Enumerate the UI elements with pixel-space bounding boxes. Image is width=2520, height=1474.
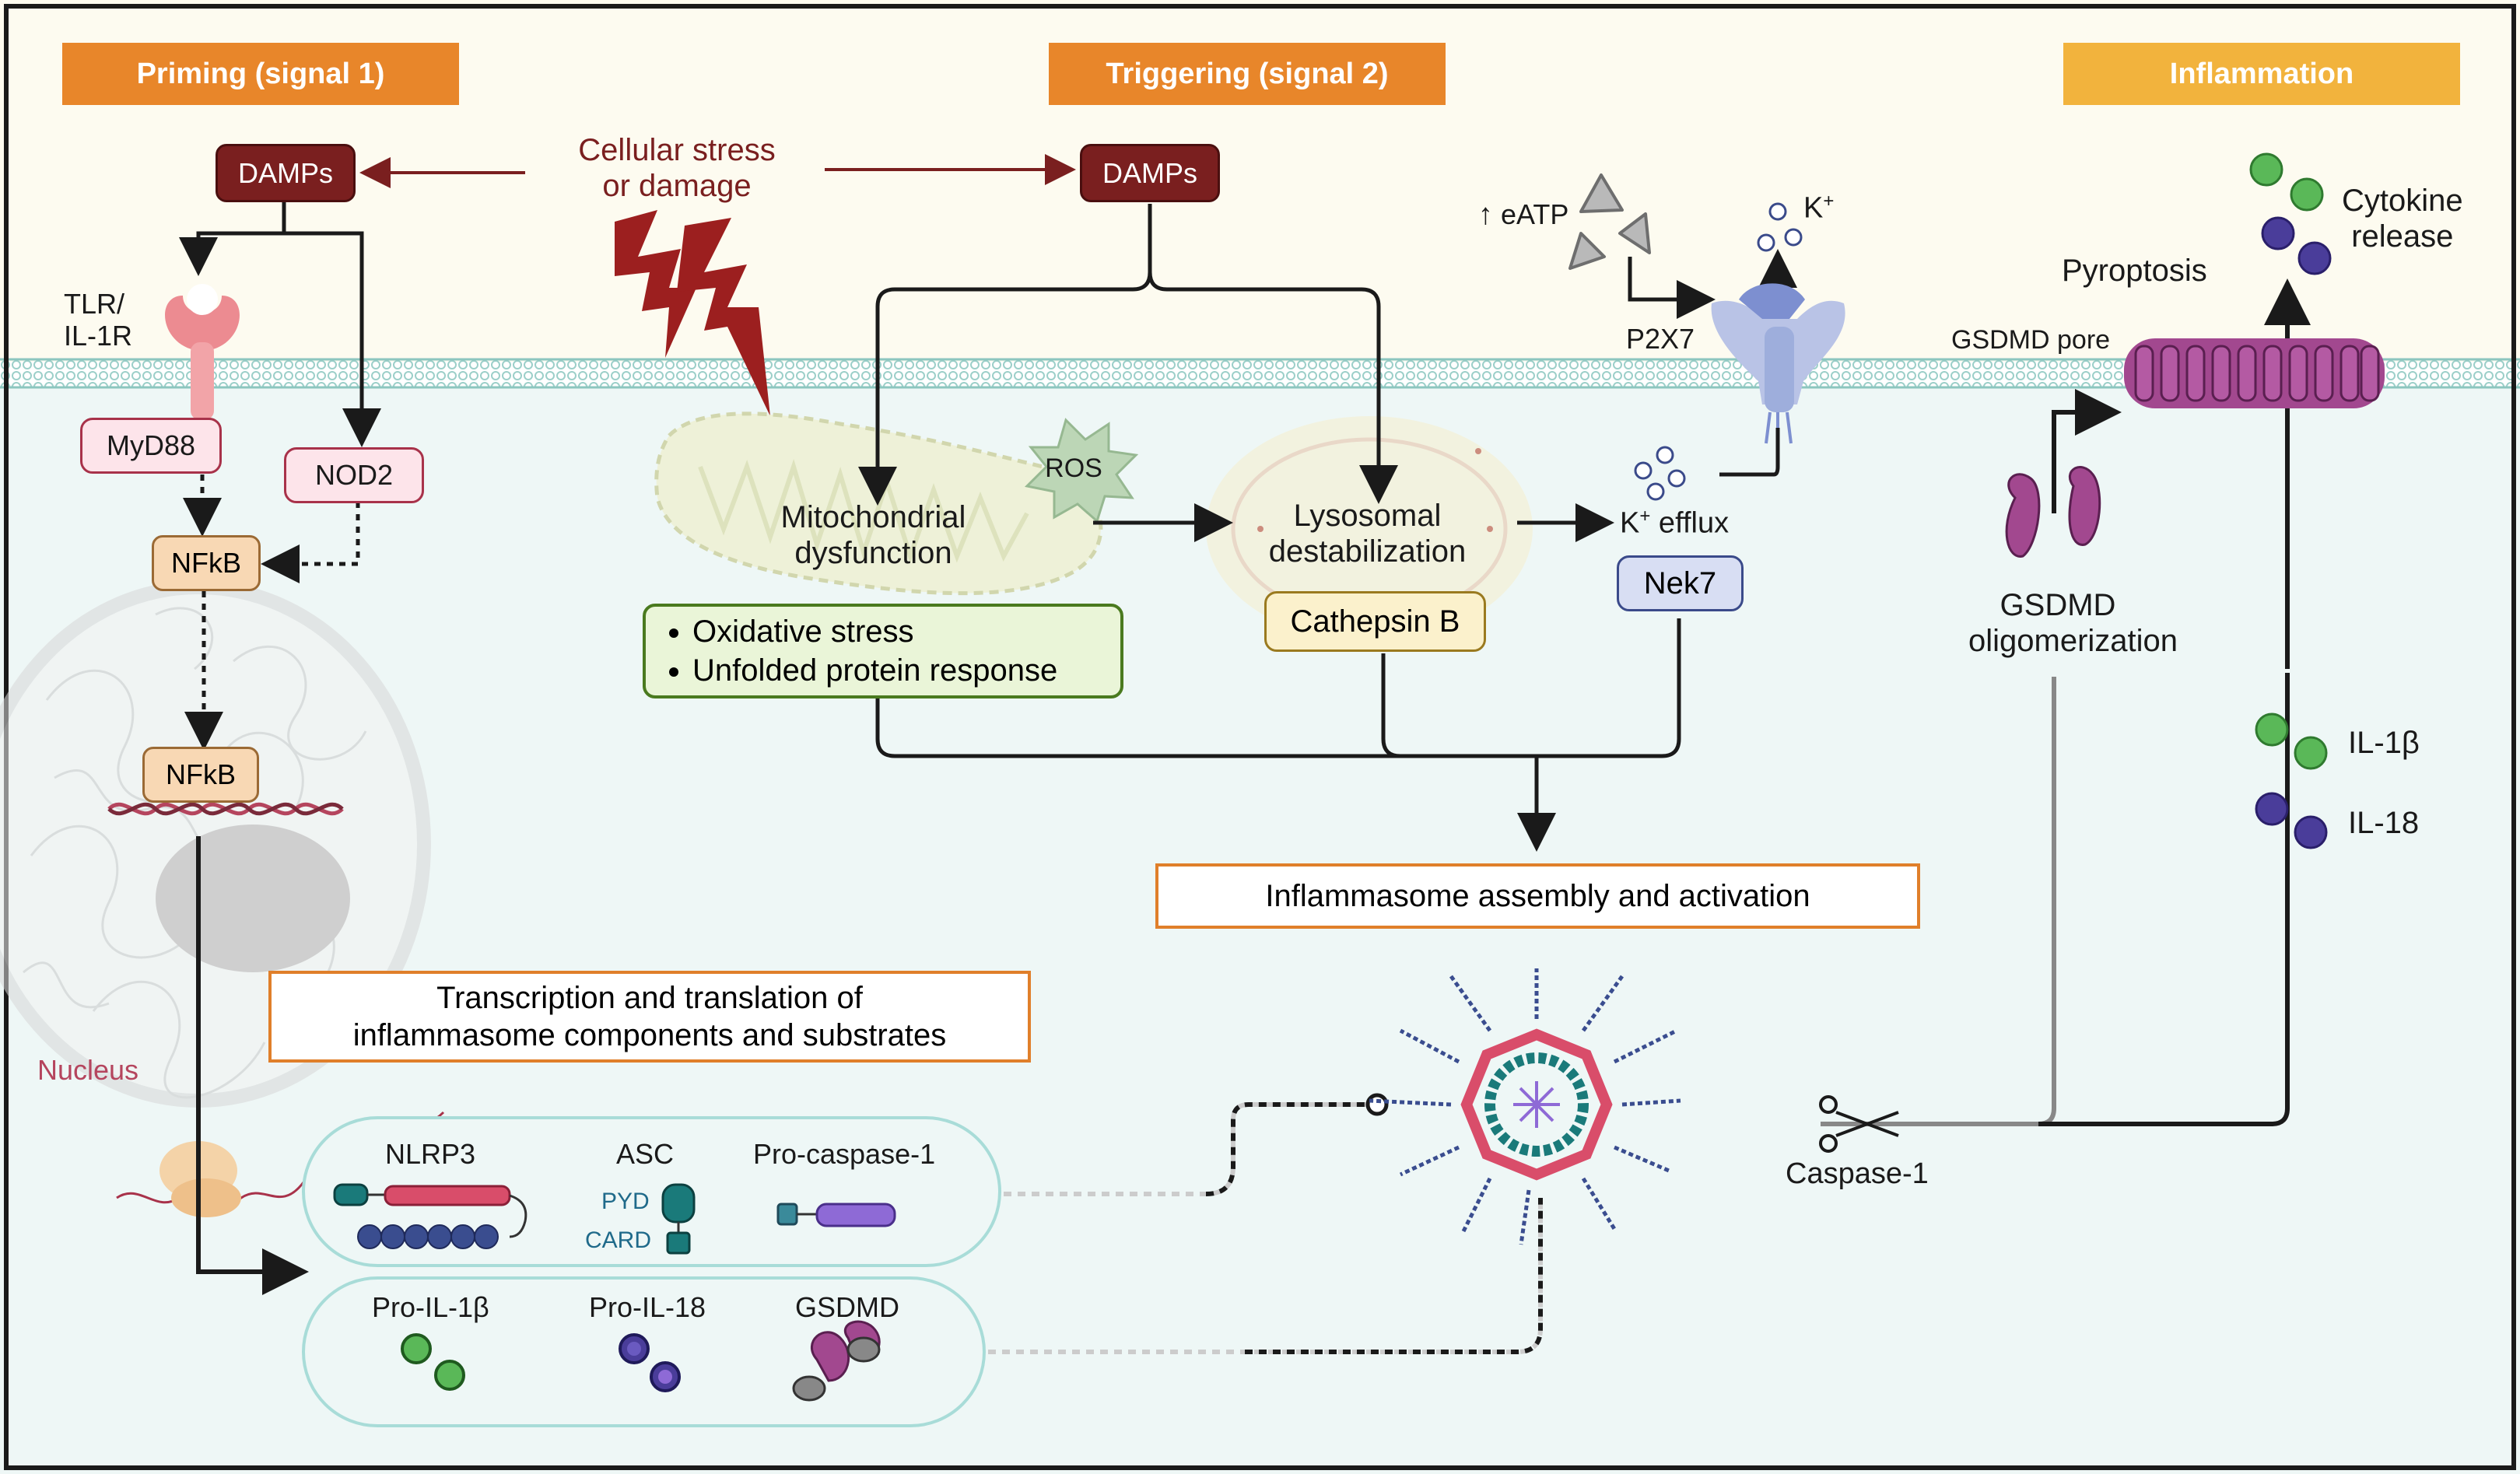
k-efflux-sup: + (1639, 506, 1651, 527)
procaspase-protein (776, 1203, 896, 1227)
gsdmd-olig-label: GSDMD oligomerization (1968, 588, 2178, 658)
nlrp3-label: NLRP3 (385, 1138, 476, 1170)
cytokine-release-label: Cytokine release (2342, 184, 2463, 254)
proil18-label: Pro-IL-18 (589, 1291, 706, 1323)
p2x7-label: P2X7 (1626, 323, 1695, 355)
scissors-icon (1819, 1095, 1899, 1153)
k-efflux-label: K+ efflux (1620, 506, 1729, 541)
damps-triggering: DAMPs (1080, 144, 1220, 202)
gsdmd-pore-graphic (2124, 338, 2385, 408)
damps-priming: DAMPs (216, 144, 356, 202)
procaspase-label: Pro-caspase-1 (753, 1138, 936, 1170)
atp-icon (1568, 173, 1651, 270)
bullet-oxidative: Oxidative stress (692, 612, 1057, 651)
myd88-box: MyD88 (80, 418, 222, 474)
nod2-box: NOD2 (284, 447, 424, 503)
ribosome-small (171, 1178, 241, 1217)
k-out-sup: + (1823, 191, 1835, 212)
p2x7-channel (1711, 283, 1845, 447)
card-label: CARD (585, 1227, 652, 1253)
gsdmd-pore-label: GSDMD pore (1951, 325, 2111, 355)
header-inflammation: Inflammation (2063, 43, 2460, 105)
k-ions-inside (1634, 446, 1686, 501)
nlrp3-protein (333, 1183, 527, 1249)
cell-membrane (0, 359, 2520, 387)
bullet-upr: Unfolded protein response (692, 651, 1057, 690)
up-arrow-icon: ↑ (1478, 198, 1493, 231)
gsdmd-label: GSDMD (795, 1291, 899, 1323)
asc-label: ASC (616, 1138, 675, 1170)
nucleolus (156, 825, 350, 972)
k-out-text: K (1803, 191, 1824, 225)
eatp-text: eATP (1501, 198, 1569, 230)
tlr-label: TLR/ IL-1R (64, 288, 133, 352)
header-priming: Priming (signal 1) (62, 43, 459, 105)
tlr-receptor (165, 284, 240, 420)
nfkb-nucleus: NFkB (142, 747, 259, 803)
k-efflux-k: K (1620, 506, 1640, 540)
k-ions-outside (1757, 202, 1803, 252)
dna-helix (107, 802, 344, 816)
k-efflux-tail: efflux (1650, 506, 1730, 540)
asc-protein (661, 1183, 696, 1255)
il18-icon (2255, 792, 2328, 849)
ros-label: ROS (1045, 453, 1102, 483)
il1b-icon (2255, 712, 2328, 770)
mito-label: Mitochondrial dysfunction (780, 500, 966, 570)
inflammasome-complex (1369, 968, 1681, 1245)
stress-bullets-box: Oxidative stress Unfolded protein respon… (643, 604, 1123, 698)
lysosome-graphic (1206, 416, 1533, 642)
header-triggering: Triggering (signal 2) (1049, 43, 1446, 105)
nek7-box: Nek7 (1617, 555, 1744, 611)
proil1b-protein (401, 1333, 465, 1391)
stress-bullets: Oxidative stress Unfolded protein respon… (646, 612, 1057, 690)
pyroptosis-label: Pyroptosis (2062, 254, 2207, 288)
cathepsin-b-box: Cathepsin B (1264, 591, 1486, 652)
gsdmd-protein (792, 1320, 881, 1402)
cellular-stress-label: Cellular stress or damage (578, 133, 776, 203)
cytokine-release-icon (2249, 152, 2332, 275)
lyso-label: Lysosomal destabilization (1268, 499, 1467, 569)
il1b-label: IL-1β (2348, 726, 2420, 760)
transcription-box: Transcription and translation of inflamm… (268, 971, 1031, 1063)
gsdmd-oligomers (2005, 466, 2101, 558)
inflammasome-assembly-box: Inflammasome assembly and activation (1155, 863, 1920, 929)
proil18-protein (619, 1333, 681, 1392)
nucleus-label: Nucleus (37, 1054, 139, 1086)
nfkb-cytoplasm: NFkB (152, 535, 261, 591)
k-outside-label: K+ (1803, 191, 1834, 226)
pyd-label: PYD (601, 1189, 650, 1214)
lightning-icon (615, 210, 770, 416)
caspase1-label: Caspase-1 (1786, 1157, 1929, 1190)
proil1b-label: Pro-IL-1β (372, 1291, 489, 1323)
eatp-label: ↑ eATP (1478, 198, 1568, 233)
il18-label: IL-18 (2348, 806, 2420, 840)
